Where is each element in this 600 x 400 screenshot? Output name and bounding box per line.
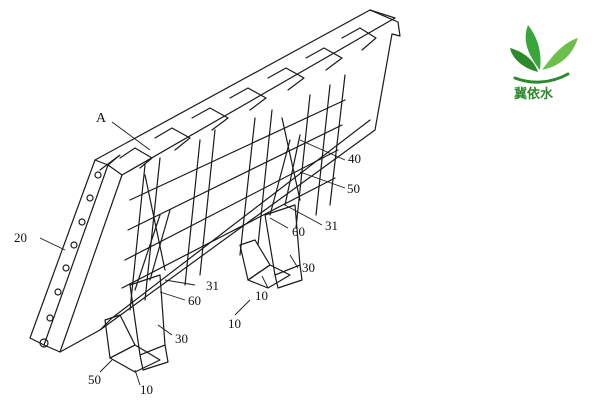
label-a: A	[96, 111, 107, 126]
bottom-rail	[59, 33, 393, 353]
label-30-bottom: 30	[175, 331, 188, 346]
leaf-logo-icon	[510, 25, 578, 84]
label-30-top: 30	[302, 260, 315, 275]
logo-text: 冀依水	[514, 86, 554, 102]
left-end-plate	[29, 159, 109, 346]
label-40: 40	[348, 151, 361, 166]
machine-structure	[29, 9, 401, 373]
top-rail	[94, 9, 396, 176]
brand-logo: 冀依水	[510, 25, 578, 102]
label-50-top: 50	[347, 181, 360, 196]
leader-lines	[39, 121, 346, 386]
label-60-top: 60	[292, 224, 305, 239]
label-50-bottom: 50	[88, 372, 101, 387]
label-31-top: 31	[325, 218, 338, 233]
label-10-bottom: 10	[140, 382, 153, 397]
label-60-bottom: 60	[188, 293, 201, 308]
label-31-bottom: 31	[206, 278, 219, 293]
label-10-mid: 10	[228, 316, 241, 331]
label-20: 20	[14, 230, 27, 245]
label-10-top: 10	[255, 288, 268, 303]
